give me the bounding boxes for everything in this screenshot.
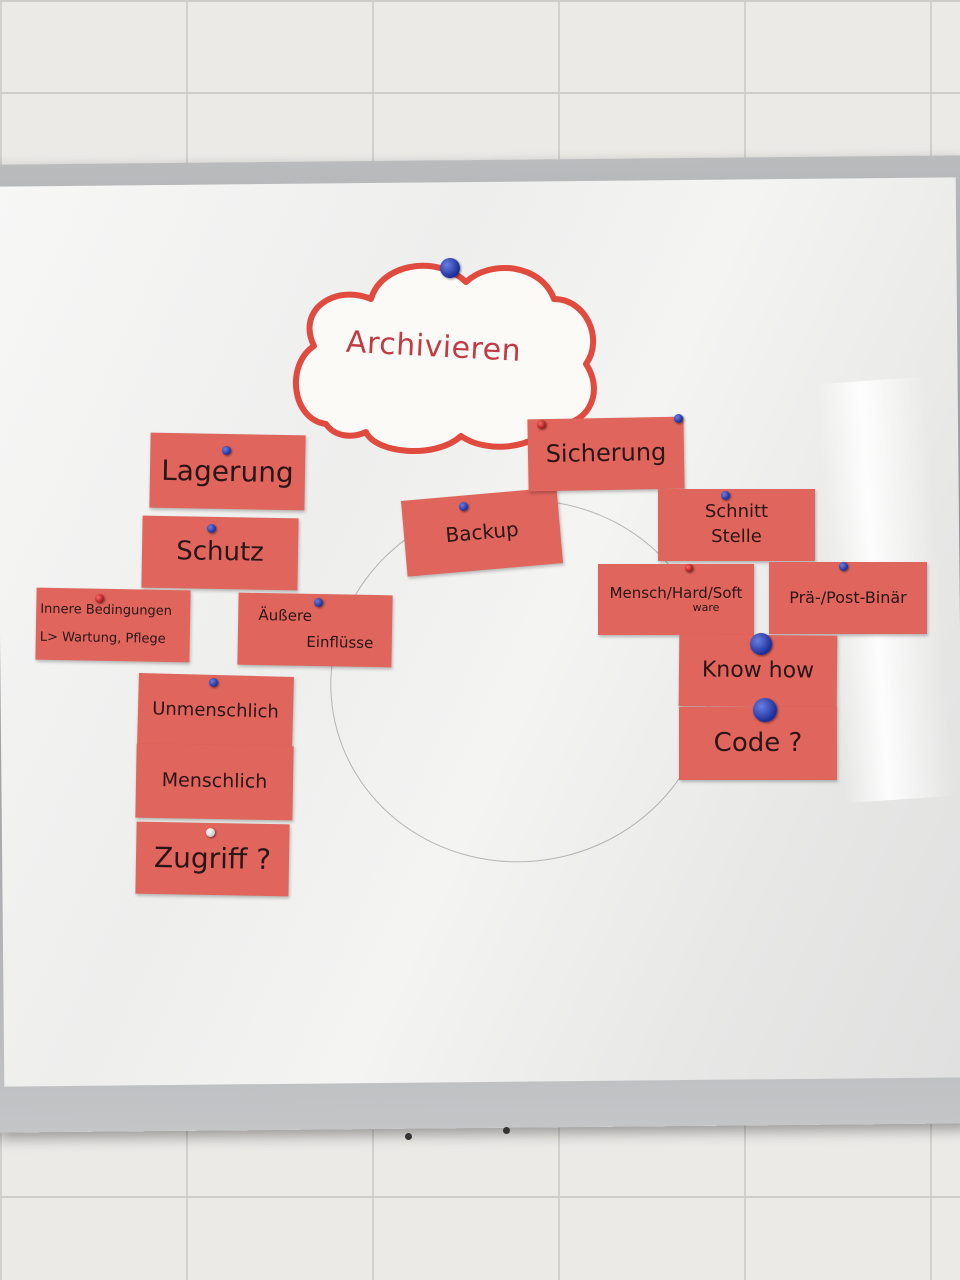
card-label: Einflüsse — [306, 632, 374, 653]
card-sicherung: Sicherung — [527, 416, 685, 492]
card-menschlich: Menschlich — [135, 743, 294, 821]
card-label: ware — [692, 600, 720, 614]
card-mensch-hardware-software: Mensch/Hard/Soft ware — [598, 564, 754, 635]
magnet-icon — [459, 502, 468, 511]
card-label: Code ? — [713, 727, 803, 758]
cloud-card — [292, 262, 597, 455]
wall-screw — [405, 1133, 412, 1140]
card-label: Unmenschlich — [151, 697, 280, 723]
card-label: Backup — [444, 516, 520, 547]
pushpin-icon — [537, 420, 546, 429]
magnet-icon — [207, 524, 216, 533]
magnet-icon — [750, 633, 772, 655]
magnet-icon — [721, 491, 730, 500]
magnet-icon — [839, 562, 848, 571]
magnet-icon — [222, 446, 231, 455]
magnet-icon — [674, 414, 683, 423]
card-label: Mensch/Hard/Soft — [609, 583, 743, 602]
pushpin-icon — [206, 828, 215, 837]
card-label: Menschlich — [161, 769, 268, 793]
card-label: Schnitt — [704, 501, 769, 523]
magnet-icon — [314, 598, 323, 607]
pushpin-icon — [685, 564, 693, 572]
magnet-icon — [209, 678, 218, 687]
card-label: L> Wartung, Pflege — [39, 629, 166, 647]
card-label: Know how — [701, 657, 815, 684]
card-lagerung: Lagerung — [149, 432, 306, 511]
card-label: Stelle — [711, 526, 762, 547]
card-label: Schutz — [175, 536, 265, 569]
card-schutz: Schutz — [141, 515, 299, 591]
card-label: Prä-/Post-Binär — [789, 587, 907, 607]
magnet-icon — [440, 258, 460, 278]
card-label: Zugriff ? — [153, 841, 272, 877]
magnet-icon — [753, 698, 777, 722]
card-label: Äußere — [258, 606, 313, 626]
card-innere-bedingungen: Innere Bedingungen L> Wartung, Pflege — [35, 587, 191, 663]
card-label: Lagerung — [160, 453, 295, 489]
card-schnittstelle: Schnitt Stelle — [658, 489, 815, 561]
card-backup: Backup — [400, 487, 564, 577]
card-label: Sicherung — [545, 438, 667, 469]
card-prae-post-binaer: Prä-/Post-Binär — [769, 562, 927, 634]
wall-screw — [503, 1127, 510, 1134]
pushpin-icon — [95, 594, 104, 603]
card-label: Innere Bedingungen — [40, 602, 173, 620]
